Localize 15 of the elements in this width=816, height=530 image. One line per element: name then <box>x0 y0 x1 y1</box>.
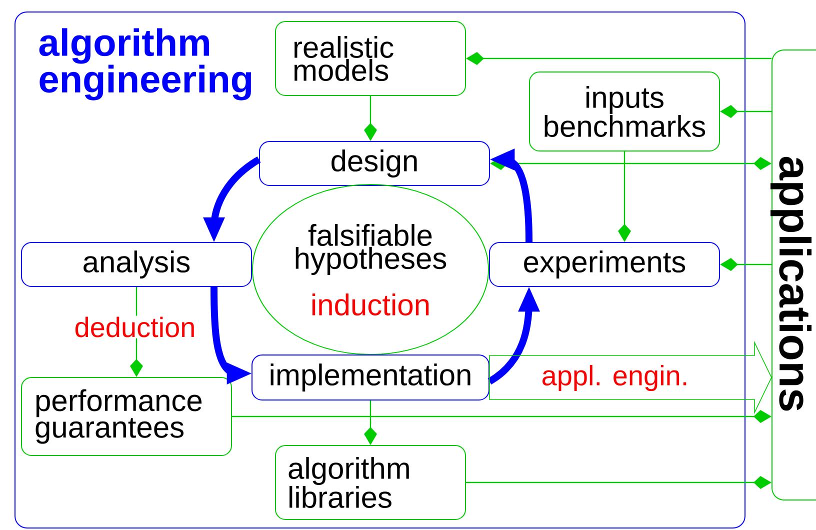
process-box: analysis <box>21 242 252 287</box>
process-box: implementation <box>252 354 490 400</box>
block-arrow <box>489 340 772 414</box>
arrow <box>210 287 252 384</box>
input-box: inputs benchmarks <box>529 72 720 152</box>
process-box: design <box>259 141 490 186</box>
edge-label: deduction <box>73 316 197 338</box>
application-box: applications <box>770 50 816 500</box>
result-box: performance guarantees <box>21 377 232 456</box>
arrow <box>203 156 261 242</box>
model-box: realistic models <box>275 21 466 96</box>
edge-label: appl. engin. <box>540 364 690 392</box>
arrow <box>490 148 532 242</box>
process-box: experiments <box>489 242 720 287</box>
result-box: algorithm libraries <box>275 445 466 520</box>
